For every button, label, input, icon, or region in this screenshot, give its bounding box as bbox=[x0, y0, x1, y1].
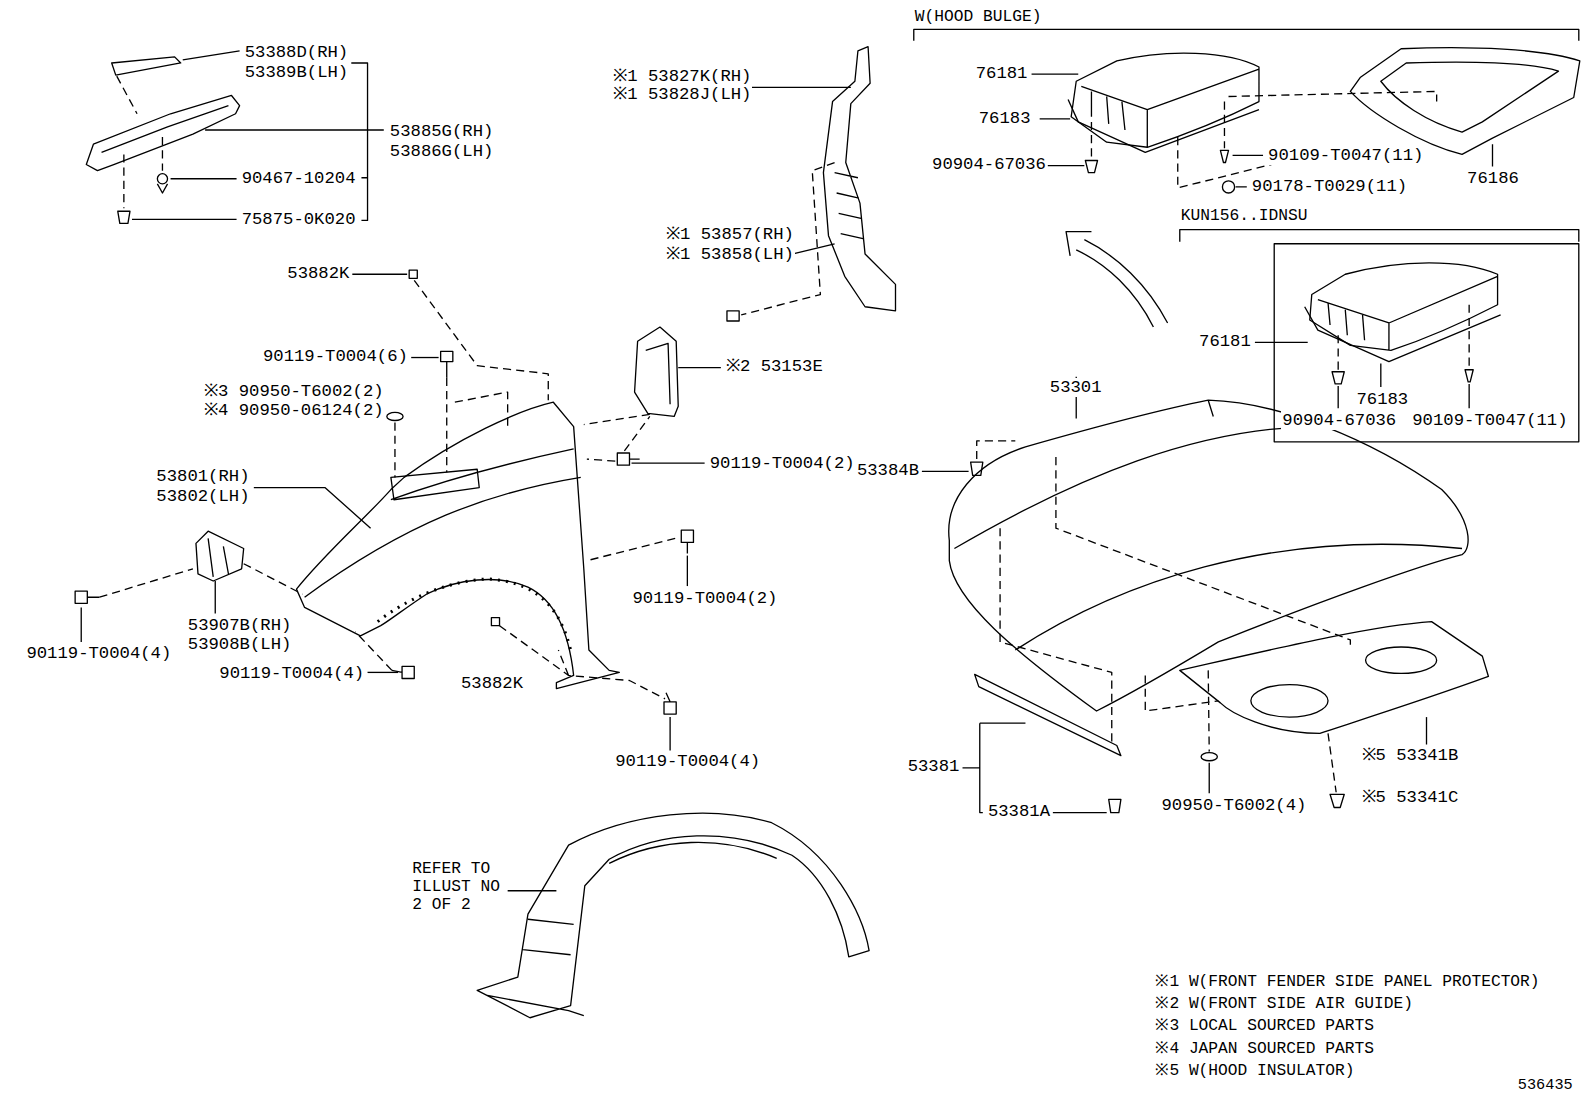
part-number: ※1 53827K(RH) bbox=[612, 67, 752, 86]
fastener bbox=[75, 150, 1473, 812]
footnote: ※1 W(FRONT FENDER SIDE PANEL PROTECTOR) bbox=[1154, 973, 1540, 991]
part-number: 90467-10204 bbox=[241, 169, 357, 188]
footnote: ※5 W(HOOD INSULATOR) bbox=[1154, 1062, 1355, 1080]
part-number: 90119-T0004(4) bbox=[614, 752, 761, 771]
part-number: 90119-T0004(4) bbox=[25, 644, 172, 663]
arrow bbox=[1066, 232, 1168, 327]
part-number: 53882K bbox=[460, 674, 524, 693]
seal-strip bbox=[112, 57, 181, 75]
part-number: 53301 bbox=[1049, 378, 1103, 397]
part-number: ※1 53857(RH) bbox=[665, 225, 795, 244]
footnote: ※3 LOCAL SOURCED PARTS bbox=[1154, 1017, 1375, 1035]
scoop-seal bbox=[1305, 307, 1501, 362]
part-number: 90950-T6002(4) bbox=[1160, 796, 1307, 815]
part-number: 76181 bbox=[1198, 332, 1252, 351]
part-number: 90904-67036 bbox=[931, 155, 1047, 174]
part-number: 53381A bbox=[987, 802, 1051, 821]
part-number: ※1 53828J(LH) bbox=[612, 85, 752, 104]
hood-insulator bbox=[1180, 622, 1489, 734]
part-number: 90119-T0004(2) bbox=[709, 454, 856, 473]
fender bbox=[296, 402, 619, 688]
part-number: 76183 bbox=[978, 109, 1032, 128]
part-number: ※3 90950-T6002(2) bbox=[203, 382, 385, 401]
part-number: 90119-T0004(6) bbox=[262, 347, 409, 366]
part-number: 90109-T0047(11) bbox=[1267, 146, 1424, 165]
part-number: 90119-T0004(4) bbox=[218, 664, 365, 683]
part-number: 53908B(LH) bbox=[187, 635, 293, 654]
part-number: W(HOOD BULGE) bbox=[914, 8, 1043, 26]
scoop-seal bbox=[1068, 100, 1259, 153]
part-number: 53802(LH) bbox=[155, 487, 250, 506]
inner-liner bbox=[477, 813, 869, 1018]
fender-holes bbox=[378, 579, 571, 650]
part-number: REFER TO ILLUST NO 2 OF 2 bbox=[411, 860, 506, 914]
part-number: 53882K bbox=[286, 264, 350, 283]
part-number: 536435 bbox=[1517, 1077, 1574, 1094]
part-number: ※5 53341B bbox=[1361, 746, 1460, 765]
part-number: 53384B bbox=[856, 461, 920, 480]
part-number: 76183 bbox=[1355, 390, 1409, 409]
part-number: 53885G(RH) bbox=[389, 122, 495, 141]
part-number: 90904-67036 bbox=[1281, 411, 1397, 430]
air-guide bbox=[635, 327, 679, 416]
leader-line bbox=[81, 51, 1492, 891]
part-number: ※4 90950-06124(2) bbox=[203, 401, 385, 420]
part-number: 53907B(RH) bbox=[187, 616, 293, 635]
part-number: ※5 53341C bbox=[1361, 788, 1460, 807]
part-number: 75875-0K020 bbox=[241, 210, 357, 229]
part-number: 90109-T0047(11) bbox=[1411, 411, 1568, 430]
part-number: 76186 bbox=[1466, 169, 1520, 188]
insulator-cutout bbox=[1366, 647, 1437, 673]
part-number: 53886G(LH) bbox=[389, 142, 495, 161]
bracket-line bbox=[914, 29, 1579, 40]
hood-scoop bbox=[1071, 53, 1259, 147]
bracket bbox=[86, 95, 239, 170]
part-number: 90119-T0004(2) bbox=[632, 589, 779, 608]
panel-protector bbox=[823, 47, 895, 311]
part-number: ※2 53153E bbox=[725, 357, 824, 376]
part-number: KUN156..IDNSU bbox=[1180, 207, 1309, 225]
footnote: ※2 W(FRONT SIDE AIR GUIDE) bbox=[1154, 995, 1414, 1013]
part-number: 90178-T0029(11) bbox=[1251, 177, 1408, 196]
part-number: 76181 bbox=[975, 64, 1029, 83]
variant-box bbox=[1274, 244, 1579, 442]
hood-crease bbox=[954, 400, 1462, 650]
part-number: ※1 53858(LH) bbox=[665, 245, 795, 264]
hood-strip bbox=[975, 674, 1121, 755]
fender-bracket bbox=[196, 531, 244, 581]
part-number: 53388D(RH) bbox=[244, 43, 350, 62]
footnote: ※4 JAPAN SOURCED PARTS bbox=[1154, 1040, 1375, 1058]
fender-crease bbox=[305, 449, 581, 597]
part-number: 53801(RH) bbox=[155, 467, 250, 486]
part-number: 53381 bbox=[907, 757, 961, 776]
part-number: 53389B(LH) bbox=[244, 63, 350, 82]
bracket-line bbox=[1180, 230, 1579, 242]
scoop-frame bbox=[1350, 48, 1579, 155]
insulator-cutout bbox=[1251, 685, 1328, 718]
dashed-line bbox=[100, 76, 1470, 792]
